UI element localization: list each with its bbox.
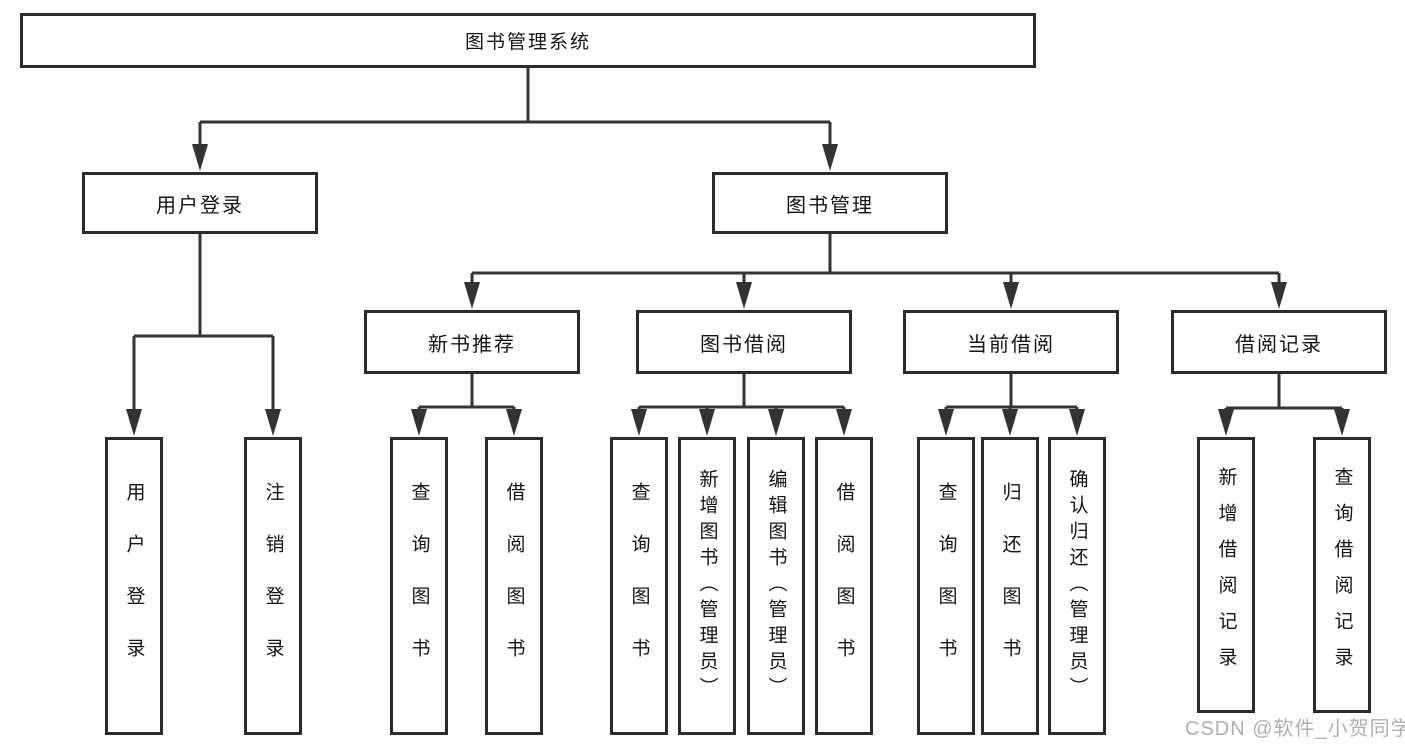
- node-label: 借阅图书: [833, 482, 855, 690]
- node-label: 确认归还（管理员）: [1066, 469, 1088, 703]
- node-book-management: 图书管理: [712, 172, 948, 234]
- node-leaf-borrow-books-1: 借阅图书: [485, 437, 543, 735]
- node-leaf-borrow-books-2: 借阅图书: [815, 437, 873, 735]
- node-label: 借阅图书: [503, 482, 525, 690]
- csdn-watermark: CSDN @软件_小贺同学: [1185, 718, 1405, 740]
- node-leaf-query-borrow-record: 查询借阅记录: [1313, 437, 1371, 713]
- node-label: 查询图书: [408, 482, 430, 690]
- node-leaf-edit-books-admin: 编辑图书（管理员）: [747, 437, 805, 735]
- node-label: 图书管理: [786, 194, 874, 217]
- node-borrowing-records: 借阅记录: [1171, 310, 1387, 374]
- node-label: 查询图书: [935, 482, 957, 690]
- node-label: 图书借阅: [700, 333, 788, 356]
- node-new-book-recommend: 新书推荐: [364, 310, 580, 374]
- node-label: 编辑图书（管理员）: [765, 469, 787, 703]
- node-label: 归还图书: [999, 482, 1021, 690]
- node-label: 图书管理系统: [464, 32, 591, 53]
- node-leaf-add-books-admin: 新增图书（管理员）: [678, 437, 736, 735]
- node-label: 查询图书: [628, 482, 650, 690]
- node-book-borrowing: 图书借阅: [636, 310, 852, 374]
- node-label: 借阅记录: [1235, 333, 1323, 356]
- node-leaf-return-books: 归还图书: [981, 437, 1039, 735]
- node-label: 当前借阅: [967, 333, 1055, 356]
- node-label: 用户登录: [123, 482, 145, 690]
- node-label: 新增借阅记录: [1215, 467, 1237, 683]
- node-leaf-query-books-3: 查询图书: [917, 437, 975, 735]
- connector-lines: [132, 68, 1344, 410]
- node-label: 用户登录: [156, 194, 244, 217]
- arrowhead-icons: [126, 144, 1350, 436]
- node-library-management-system: 图书管理系统: [20, 13, 1036, 68]
- node-leaf-logout: 注销登录: [244, 437, 302, 735]
- node-leaf-query-books-1: 查询图书: [390, 437, 448, 735]
- node-label: 新增图书（管理员）: [696, 469, 718, 703]
- node-leaf-query-books-2: 查询图书: [610, 437, 668, 735]
- node-user-login: 用户登录: [82, 172, 318, 234]
- node-label: 查询借阅记录: [1331, 467, 1353, 683]
- node-label: 新书推荐: [428, 333, 516, 356]
- node-leaf-add-borrow-record: 新增借阅记录: [1197, 437, 1255, 713]
- node-leaf-confirm-return-admin: 确认归还（管理员）: [1048, 437, 1106, 735]
- node-label: 注销登录: [262, 482, 284, 690]
- node-current-borrowing: 当前借阅: [903, 310, 1119, 374]
- node-leaf-user-login: 用户登录: [105, 437, 163, 735]
